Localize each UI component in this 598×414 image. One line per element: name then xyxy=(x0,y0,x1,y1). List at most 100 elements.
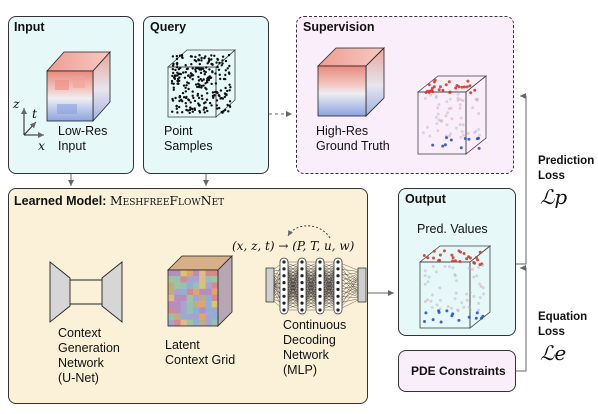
query-point xyxy=(219,97,222,100)
query-point xyxy=(187,98,190,101)
value-point xyxy=(459,135,463,139)
value-point xyxy=(441,144,445,148)
mlp-label-line2: Decoding xyxy=(283,333,336,347)
value-point xyxy=(451,259,455,263)
query-point xyxy=(206,109,209,113)
grid-cell xyxy=(168,307,175,314)
value-point xyxy=(468,256,472,260)
query-point xyxy=(228,64,231,68)
query-point xyxy=(216,65,219,69)
query-point xyxy=(221,97,225,100)
grid-cell xyxy=(168,288,175,296)
query-point xyxy=(217,68,221,72)
query-point xyxy=(176,82,179,85)
unet-label-line3: Network xyxy=(58,356,104,370)
grid-cell xyxy=(199,313,206,320)
query-point xyxy=(212,96,215,100)
value-point xyxy=(455,279,458,283)
query-point xyxy=(207,57,211,60)
query-point xyxy=(197,79,201,82)
mlp-node xyxy=(336,294,340,298)
query-point xyxy=(204,70,207,74)
value-point xyxy=(477,127,481,131)
query-point xyxy=(184,90,187,93)
value-point xyxy=(431,90,435,94)
value-point xyxy=(430,86,434,90)
grid-cell xyxy=(180,313,187,320)
query-point xyxy=(189,72,193,75)
grid-cell xyxy=(180,282,187,289)
query-point xyxy=(198,104,201,107)
value-point xyxy=(458,123,462,127)
grid-cell xyxy=(180,270,187,277)
value-point xyxy=(456,92,460,96)
value-point xyxy=(442,249,446,253)
unet-label: Context Generation Network (U-Net) xyxy=(58,326,120,386)
value-point xyxy=(474,97,478,101)
mlp-node xyxy=(300,301,304,305)
query-point xyxy=(227,71,231,74)
query-point xyxy=(228,100,232,103)
grid-cell xyxy=(168,301,175,308)
grid-cell xyxy=(168,319,175,327)
value-point xyxy=(456,98,460,102)
value-point xyxy=(457,318,461,322)
value-point xyxy=(476,308,480,312)
mlp-node xyxy=(300,294,304,298)
query-point xyxy=(191,67,194,70)
query-point xyxy=(185,108,188,112)
value-point xyxy=(461,133,465,137)
query-point xyxy=(205,106,208,110)
query-point xyxy=(171,64,175,67)
value-point xyxy=(472,275,476,279)
pde-constraints-box xyxy=(398,350,516,392)
query-point xyxy=(203,56,206,60)
mlp-node xyxy=(318,260,322,264)
value-point xyxy=(453,274,457,278)
value-point xyxy=(454,291,458,295)
mlp-node xyxy=(300,281,304,285)
value-point xyxy=(475,311,479,315)
value-point xyxy=(427,90,431,94)
mlp-node xyxy=(300,260,304,264)
supervision-title: Supervision xyxy=(303,20,375,34)
query-point xyxy=(204,101,207,104)
mlp-layer xyxy=(297,257,307,315)
query-point xyxy=(176,74,179,77)
query-point xyxy=(208,68,211,71)
mlp-node xyxy=(318,287,322,291)
value-point xyxy=(443,265,447,268)
grid-cell xyxy=(180,301,187,308)
value-point xyxy=(477,136,480,140)
grid-cell xyxy=(168,270,175,277)
grid-cell xyxy=(168,313,175,320)
query-point xyxy=(175,55,179,58)
value-point xyxy=(436,106,440,110)
value-point xyxy=(424,311,428,315)
query-point xyxy=(198,62,201,66)
query-point xyxy=(227,110,230,113)
value-point xyxy=(445,309,449,313)
grid-cell xyxy=(168,294,175,302)
value-point xyxy=(459,98,462,101)
value-point xyxy=(467,315,471,319)
mlp-layer xyxy=(315,257,325,315)
mlp-node xyxy=(318,308,322,312)
query-point xyxy=(179,66,182,70)
query-point xyxy=(184,63,187,67)
value-point xyxy=(423,97,427,100)
grid-cell xyxy=(168,276,175,283)
query-point xyxy=(189,101,192,104)
value-point xyxy=(438,298,442,302)
value-point xyxy=(427,83,431,87)
ground-truth-points-cube xyxy=(416,75,488,155)
query-point xyxy=(194,70,198,73)
value-point xyxy=(449,106,453,110)
query-point xyxy=(200,79,204,83)
value-point xyxy=(432,256,435,260)
grid-cell xyxy=(199,307,206,314)
value-point xyxy=(475,98,479,102)
model-title-prefix: Learned Model: xyxy=(14,194,110,208)
grid-cell xyxy=(174,270,181,277)
value-point xyxy=(437,259,441,263)
